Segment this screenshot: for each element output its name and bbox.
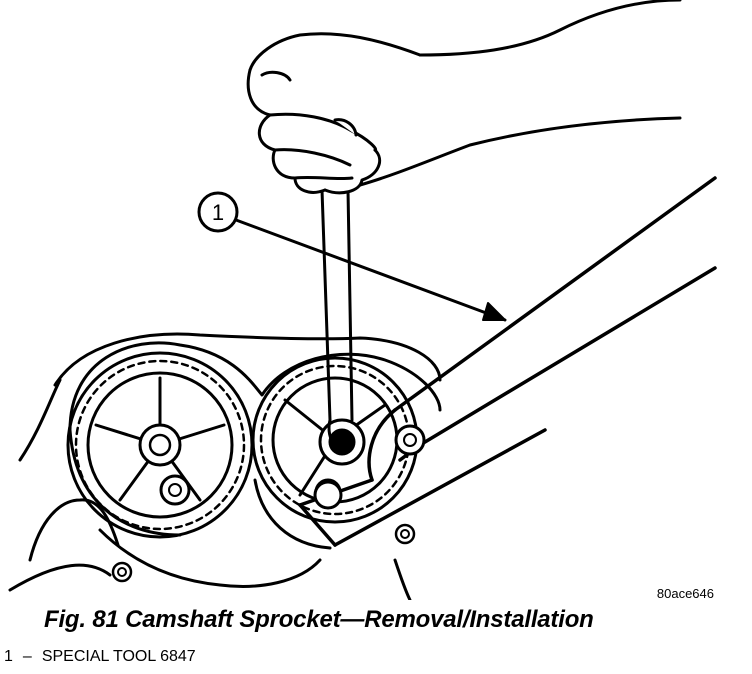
- left-camshaft-sprocket: [66, 351, 254, 539]
- image-code: 80ace646: [656, 586, 714, 601]
- camshaft-sprocket-illustration: 1: [8, 0, 717, 600]
- figure-caption: Fig. 81 Camshaft Sprocket—Removal/Instal…: [44, 606, 594, 633]
- callout-leader-line: [234, 218, 507, 322]
- engine-cover-outline: [8, 332, 442, 600]
- wrench-handle: [320, 188, 354, 450]
- legend-item: 1–SPECIAL TOOL 6847: [4, 648, 196, 666]
- hand: [246, 0, 682, 195]
- legend-label: SPECIAL TOOL 6847: [41, 648, 196, 665]
- legend-number: 1: [4, 648, 13, 665]
- callout-number: 1: [212, 200, 224, 225]
- special-tool-6847: [298, 176, 717, 547]
- legend-separator: –: [22, 648, 32, 665]
- callout-1-marker: 1: [197, 191, 239, 233]
